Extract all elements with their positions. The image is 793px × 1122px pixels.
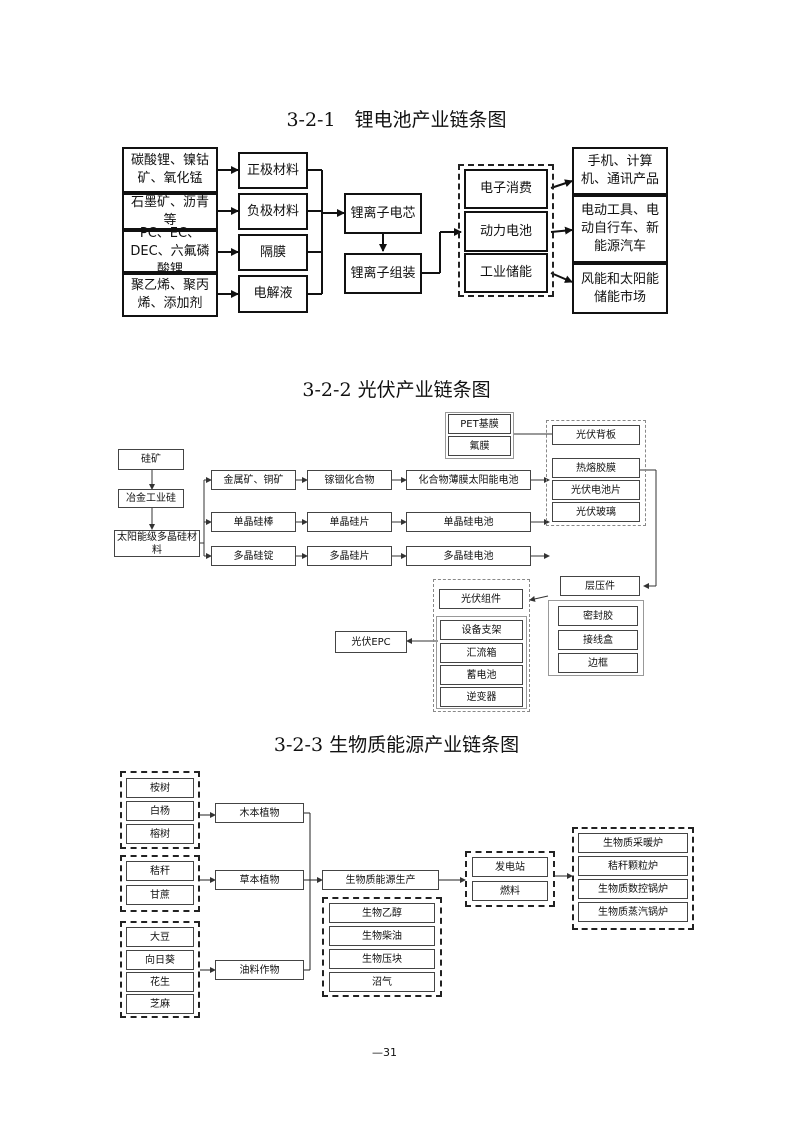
mono-silicon-wafer: 单晶硅片	[307, 512, 392, 532]
electrolyte: 电解液	[238, 275, 308, 313]
separator: 隔膜	[238, 234, 308, 271]
cell-components-group	[546, 420, 646, 526]
pet-film: PET基膜	[448, 414, 511, 434]
biomass-cnc-boiler: 生物质数控锅炉	[578, 879, 688, 899]
application-group	[458, 164, 554, 297]
metallurgical-silicon: 冶金工业硅	[118, 489, 184, 508]
sealant: 密封胶	[558, 606, 638, 626]
sugarcane: 甘蔗	[126, 885, 194, 905]
poplar: 白杨	[126, 801, 194, 821]
app-consumer-electronics: 电子消费	[464, 169, 548, 209]
woody-plants: 木本植物	[215, 803, 304, 823]
metal-copper-ore: 金属矿、铜矿	[211, 470, 296, 490]
solar-grade-polysilicon: 太阳能级多晶硅材料	[114, 530, 200, 557]
market-electric-vehicles: 电动工具、电动自行车、新能源汽车	[572, 195, 668, 263]
laminate-items-group	[548, 600, 644, 676]
mono-silicon-rod: 单晶硅棒	[211, 512, 296, 532]
oil-crops: 油料作物	[215, 960, 304, 980]
market-phones-computers: 手机、计算机、通讯产品	[572, 147, 668, 195]
raw-material-cathode-source: 碳酸锂、镍钴矿、氧化锰	[122, 147, 218, 193]
bos-group	[436, 616, 527, 709]
anode-material: 负极材料	[238, 193, 308, 230]
gallium-indium-compound: 镓铟化合物	[307, 470, 392, 490]
power-station: 发电站	[472, 857, 548, 877]
mono-silicon-cell: 单晶硅电池	[406, 512, 531, 532]
cathode-material: 正极材料	[238, 152, 308, 189]
frame-border: 边框	[558, 653, 638, 673]
section-title-biomass: 3-2-3 生物质能源产业链条图	[273, 734, 520, 756]
lithium-pack-assembly: 锂离子组装	[344, 253, 422, 294]
backsheet-material-group	[445, 412, 514, 459]
pv-module: 光伏组件	[439, 589, 523, 609]
oil-source-group	[120, 921, 200, 1018]
hot-melt-film: 热熔胶膜	[552, 458, 640, 478]
laminate: 层压件	[560, 576, 640, 596]
poly-silicon-cell: 多晶硅电池	[406, 546, 531, 566]
raw-material-separator-source: 聚乙烯、聚丙烯、添加剂	[122, 273, 218, 317]
equipment-group	[572, 827, 694, 930]
app-industrial-storage: 工业储能	[464, 253, 548, 293]
herbaceous-plants: 草本植物	[215, 870, 304, 890]
pv-epc: 光伏EPC	[335, 631, 407, 653]
poly-silicon-wafer: 多晶硅片	[307, 546, 392, 566]
biomass-energy-production: 生物质能源生产	[322, 870, 439, 890]
market-renewable-storage: 风能和太阳能储能市场	[572, 263, 668, 314]
straw-pellet-stove: 秸秆颗粒炉	[578, 856, 688, 876]
section-title-photovoltaic: 3-2-2 光伏产业链条图	[302, 379, 491, 401]
bio-briquette: 生物压块	[329, 949, 435, 969]
pv-backsheet: 光伏背板	[552, 425, 640, 445]
bio-ethanol: 生物乙醇	[329, 903, 435, 923]
fluoro-film: 氟膜	[448, 436, 511, 456]
pv-cell: 光伏电池片	[552, 480, 640, 500]
system-group	[433, 579, 530, 712]
output-group	[465, 851, 555, 907]
herb-source-group	[120, 855, 200, 912]
inverter: 逆变器	[440, 687, 523, 707]
biomass-products-group	[322, 897, 442, 997]
raw-material-electrolyte-source: PC、EC、DEC、六氟磷酸锂	[122, 226, 218, 277]
biogas: 沼气	[329, 972, 435, 992]
thin-film-solar-cell: 化合物薄膜太阳能电池	[406, 470, 531, 490]
junction-box: 接线盒	[558, 630, 638, 650]
biomass-heating-stove: 生物质采暖炉	[578, 833, 688, 853]
peanut: 花生	[126, 972, 194, 992]
banyan: 榕树	[126, 824, 194, 844]
raw-material-anode-source: 石墨矿、沥青等	[122, 193, 218, 230]
biomass-steam-boiler: 生物质蒸汽锅炉	[578, 902, 688, 922]
page-number: —31	[372, 1046, 397, 1059]
silicon-ore: 硅矿	[118, 449, 184, 470]
section-title-lithium: 3-2-1 锂电池产业链条图	[286, 109, 507, 131]
app-power-battery: 动力电池	[464, 211, 548, 252]
soybean: 大豆	[126, 927, 194, 947]
fuel: 燃料	[472, 881, 548, 901]
sunflower: 向日葵	[126, 950, 194, 970]
eucalyptus: 桉树	[126, 778, 194, 798]
combiner-box: 汇流箱	[440, 643, 523, 663]
equipment-mount: 设备支架	[440, 620, 523, 640]
bio-diesel: 生物柴油	[329, 926, 435, 946]
sesame: 芝麻	[126, 994, 194, 1014]
woody-source-group	[120, 771, 200, 849]
storage-battery: 蓄电池	[440, 665, 523, 685]
poly-silicon-ingot: 多晶硅锭	[211, 546, 296, 566]
straw: 秸秆	[126, 861, 194, 881]
lithium-cell: 锂离子电芯	[344, 193, 422, 234]
pv-glass: 光伏玻璃	[552, 502, 640, 522]
